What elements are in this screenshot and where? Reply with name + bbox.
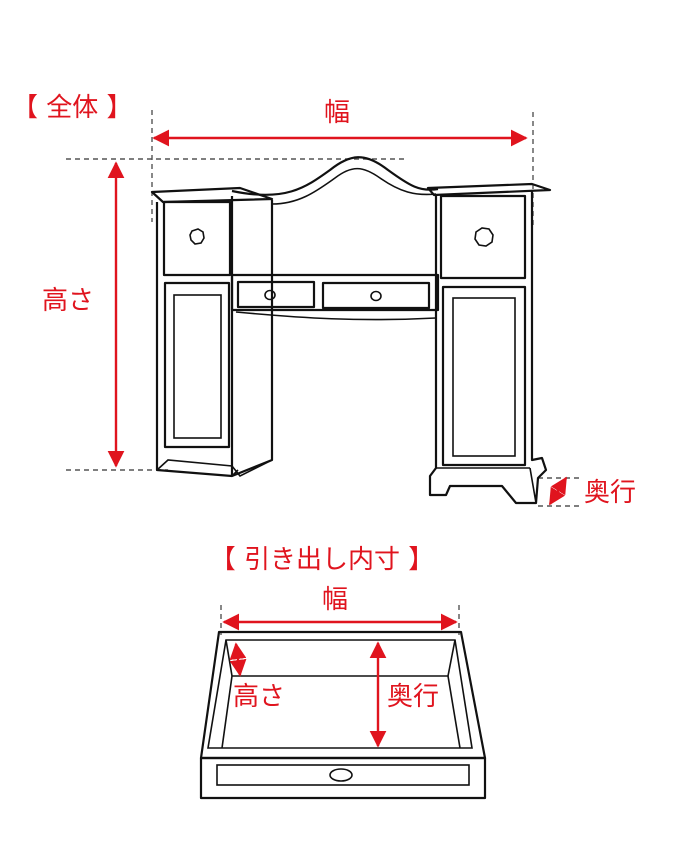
drawer-depth-label: 奥行	[387, 682, 439, 712]
overall-height-label: 高さ	[42, 286, 94, 316]
drawer-width-label: 幅	[322, 585, 348, 615]
overall-width-label: 幅	[324, 98, 350, 128]
overall-depth-arrow	[548, 476, 568, 506]
overall-section-label: 【 全体 】	[12, 93, 133, 123]
drawer-guide-lines	[220, 605, 460, 635]
drawer-section-label: 【 引き出し内寸 】	[210, 545, 435, 575]
drawer-height-arrow	[229, 642, 247, 677]
drawer-drawing	[199, 630, 487, 800]
overall-depth-label: 奥行	[584, 478, 636, 508]
drawer-height-label: 高さ	[233, 682, 285, 712]
vanity-desk-drawing	[150, 156, 552, 505]
